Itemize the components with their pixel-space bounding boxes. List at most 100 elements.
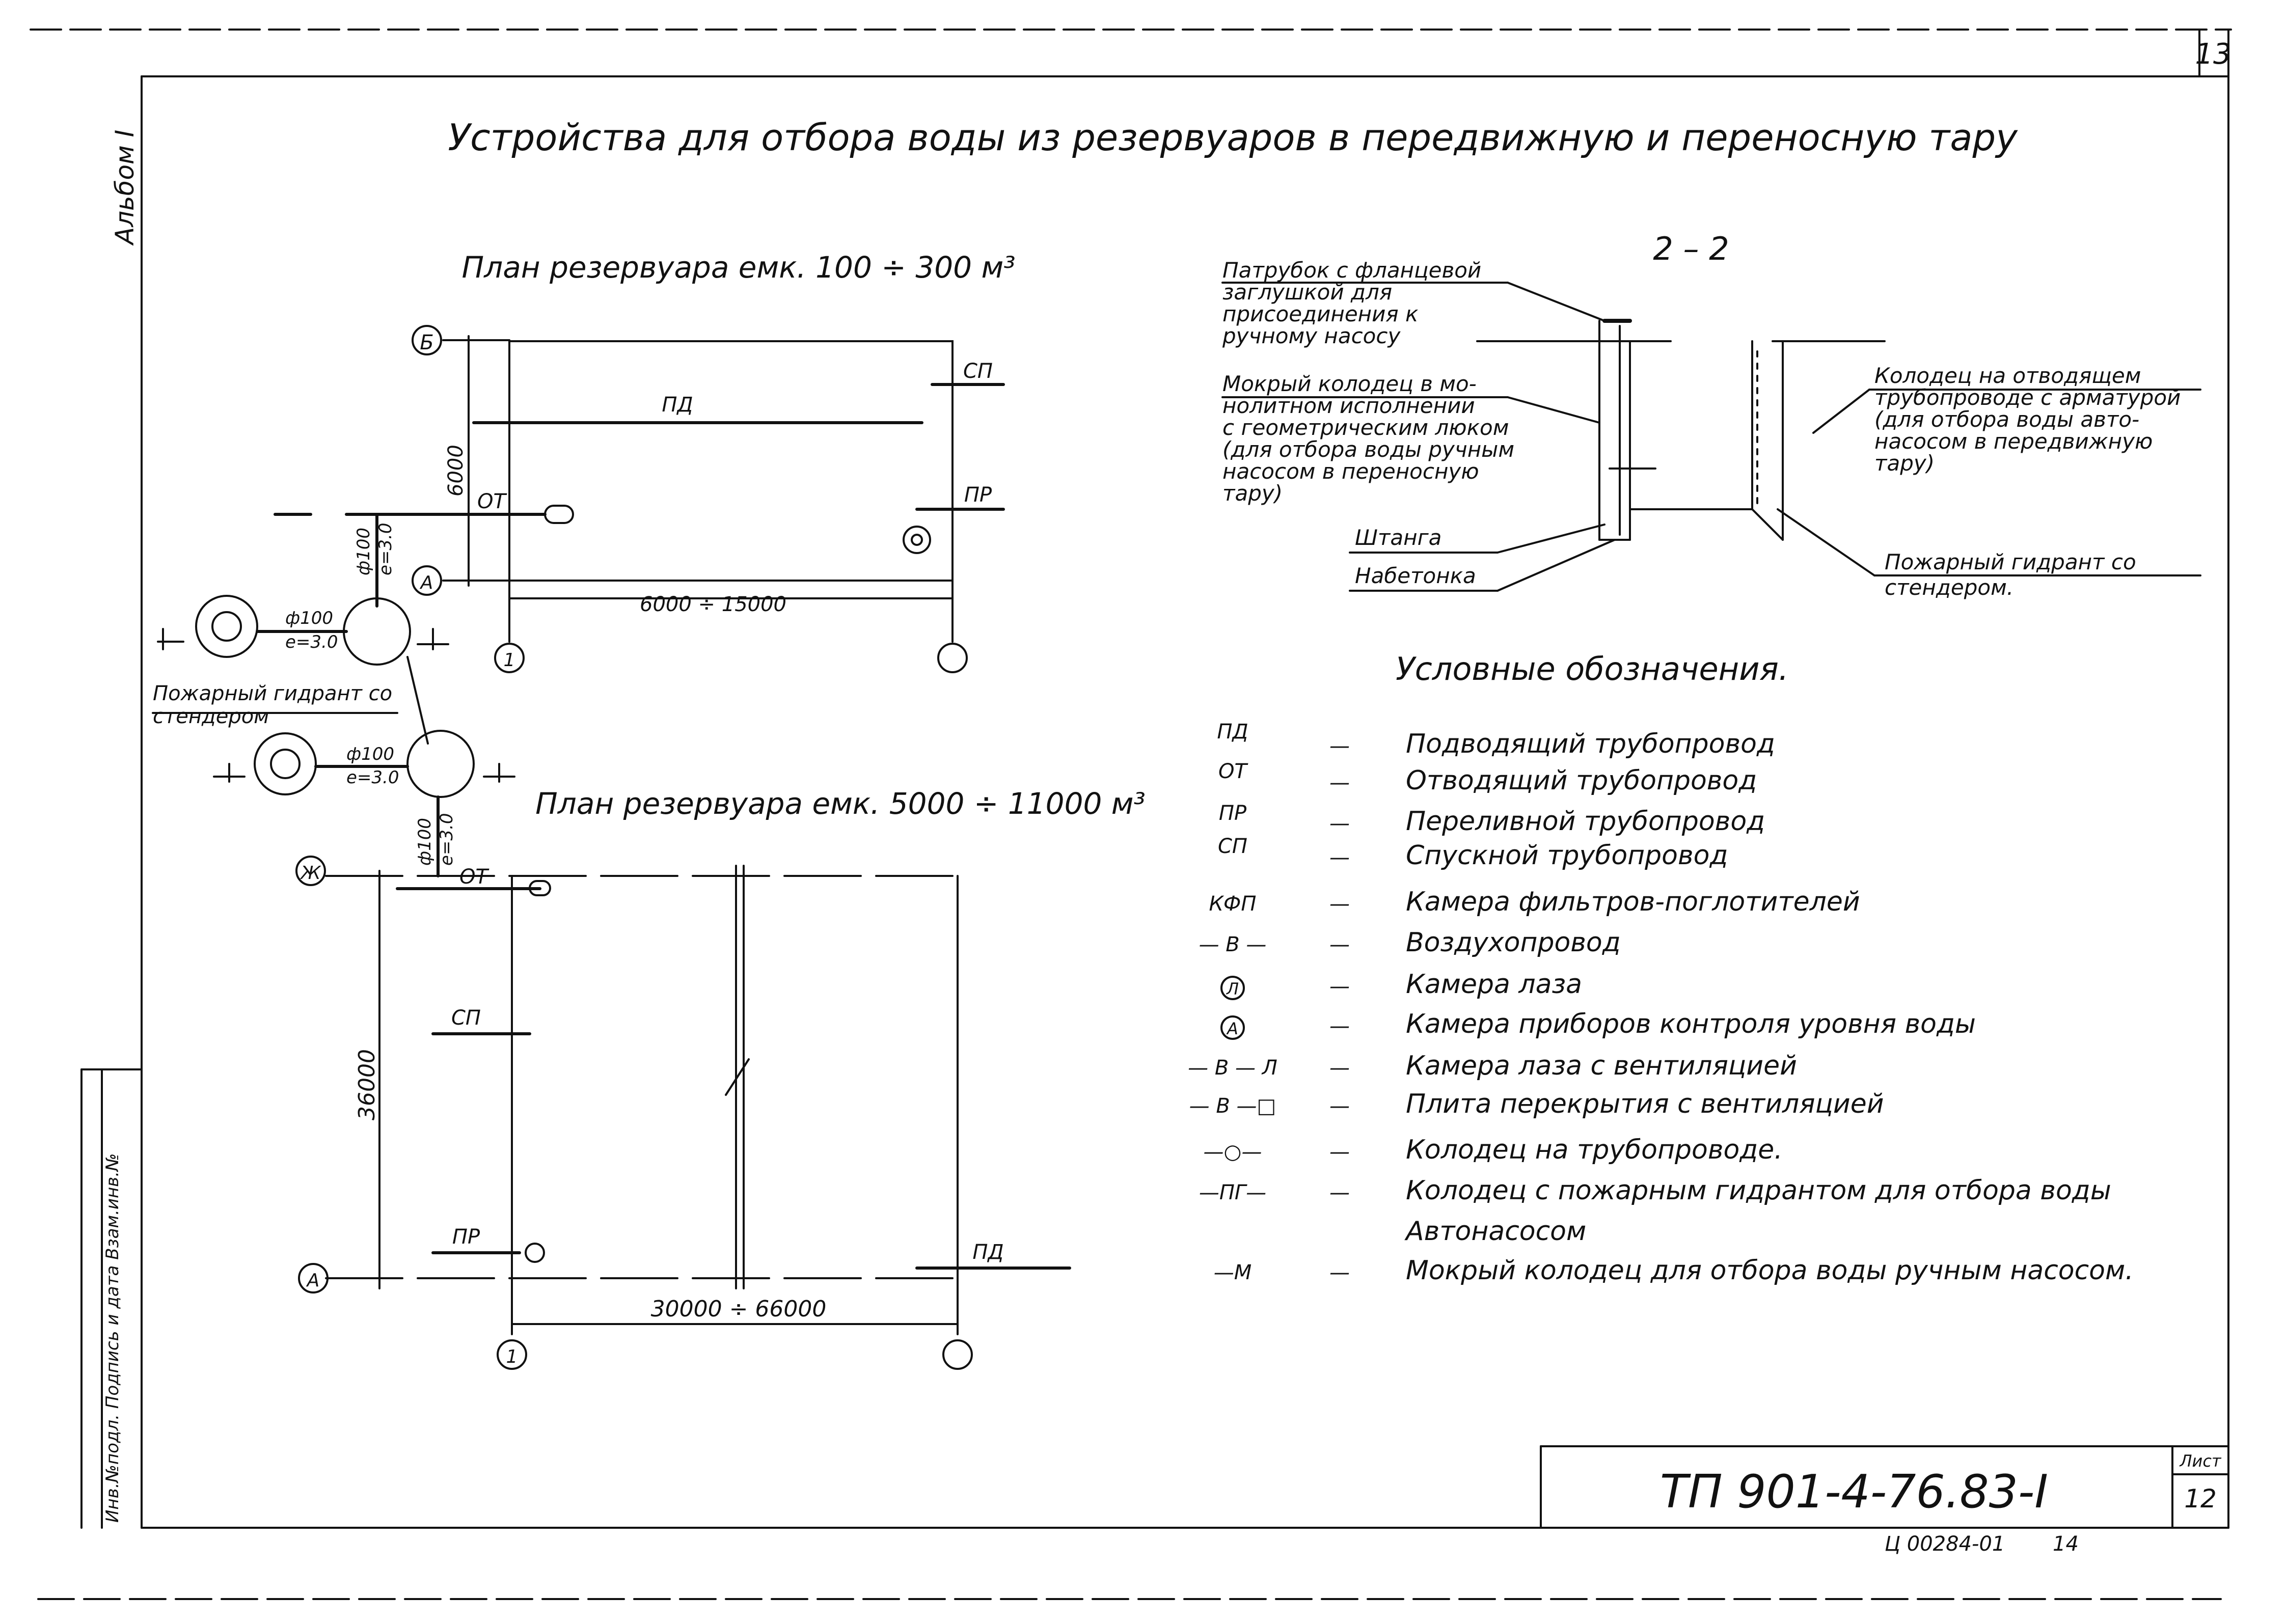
pipe-slope-3: е=3.0 [437, 813, 457, 866]
sheet-title: Устройства для отбора воды из резервуаро… [448, 116, 2018, 159]
svg-text:Патрубок с фланцевой: Патрубок с фланцевой [1222, 258, 1481, 283]
svg-text:КФП: КФП [1209, 892, 1257, 916]
svg-text:—: — [1329, 1181, 1350, 1204]
pipe-slope-2: е=3.0 [285, 632, 338, 652]
sheet-frame [30, 29, 2232, 1600]
stamp-code: ТП 901-4-76.83-I [1660, 1465, 2048, 1519]
svg-text:Воздухопровод: Воздухопровод [1406, 927, 1621, 958]
hydrant-label-line1: Пожарный гидрант со [153, 682, 392, 705]
axis-a2-bubble [298, 1263, 329, 1293]
plan-large-reservoir: План резервуара емк. 5000 ÷ 11000 м³ Ж А… [295, 744, 1146, 1370]
svg-text:—: — [1329, 1261, 1350, 1284]
plan2-ot-label: ОТ [459, 865, 489, 889]
section-callout-nozzle: Патрубок с фланцевой заглушкой для присо… [1222, 258, 1481, 348]
stamp-sheet-label: Лист [2179, 1451, 2221, 1471]
page-number: 13 [2195, 38, 2231, 71]
legend-item: Л — Камера лаза [1220, 969, 1582, 1000]
svg-text:Плита перекрытия с вентиляцией: Плита перекрытия с вентиляцией [1406, 1089, 1884, 1119]
axis-b-bubble [412, 325, 442, 355]
svg-text:Автонасосом: Автонасосом [1404, 1216, 1586, 1247]
plan1-title: План резервуара емк. 100 ÷ 300 м³ [462, 250, 1016, 285]
svg-text:Подводящий трубопровод: Подводящий трубопровод [1406, 729, 1775, 759]
svg-text:присоединения к: присоединения к [1222, 301, 1419, 326]
plan1-pd-label: ПД [662, 393, 693, 417]
pipe-diameter-1: ф100 [353, 528, 374, 575]
svg-text:Мокрый колодец для отбора воды: Мокрый колодец для отбора воды ручным на… [1406, 1255, 2134, 1286]
stamp-registry: Ц 00284-01 [1885, 1532, 2005, 1556]
section-callout-rod: Штанга [1355, 525, 1441, 550]
axis-zh-label: Ж [300, 863, 322, 884]
axis-a2-label: А [306, 1270, 320, 1291]
svg-text:насосом в передвижную: насосом в передвижную [1874, 429, 2153, 454]
svg-text:А: А [1226, 1019, 1238, 1038]
legend-item: ОТ — Отводящий трубопровод [1218, 760, 1757, 796]
stamp-side-label: Инв.№подл. Подпись и дата Взам.инв.№ [102, 1153, 123, 1523]
plan2-sp-label: СП [451, 1006, 481, 1030]
svg-text:— В —: — В — [1199, 933, 1267, 956]
axis-end-bubble [937, 643, 968, 673]
pipe-diameter-3: ф100 [415, 818, 435, 866]
svg-text:тару): тару) [1222, 481, 1283, 506]
plan2-pd-label: ПД [972, 1241, 1003, 1264]
svg-text:Камера лаза с вентиляцией: Камера лаза с вентиляцией [1406, 1051, 1797, 1081]
stamp-registry-page: 14 [2053, 1532, 2079, 1556]
svg-text:—: — [1329, 933, 1350, 956]
hydrant-label-line2: стендером [153, 705, 269, 728]
plan-small-reservoir: План резервуара емк. 100 ÷ 300 м³ [152, 250, 1016, 877]
section-callout-wet-well: Мокрый колодец в мо- нолитном исполнении… [1222, 371, 1514, 506]
svg-text:—: — [1329, 1094, 1350, 1118]
svg-text:трубопроводе с арматурой: трубопроводе с арматурой [1874, 385, 2181, 410]
plan2-dim-horizontal: 30000 ÷ 66000 [651, 1296, 827, 1322]
axis-1b-bubble [497, 1339, 527, 1370]
axis-1-bubble [494, 643, 525, 673]
svg-text:СП: СП [1218, 835, 1247, 858]
svg-text:ПД: ПД [1217, 720, 1248, 744]
svg-text:заглушкой для: заглушкой для [1222, 280, 1392, 305]
album-label: Альбом I [110, 130, 140, 246]
svg-text:—: — [1329, 1056, 1350, 1080]
svg-text:ручному насосу: ручному насосу [1222, 323, 1401, 348]
svg-text:Мокрый колодец в мо-: Мокрый колодец в мо- [1222, 371, 1477, 396]
plan2-title: План резервуара емк. 5000 ÷ 11000 м³ [535, 786, 1146, 821]
legend-item: Автонасосом [1404, 1216, 1586, 1247]
legend-title: Условные обозначения. [1396, 650, 1789, 687]
section-title: 2 – 2 [1653, 230, 1729, 267]
legend-item: ПД — Подводящий трубопровод [1217, 720, 1775, 759]
legend-item: —М — Мокрый колодец для отбора воды ручн… [1214, 1255, 2134, 1286]
pipe-slope-4: е=3.0 [346, 767, 399, 788]
plan2-dim-vertical: 36000 [354, 1049, 380, 1120]
svg-text:Колодец на трубопроводе.: Колодец на трубопроводе. [1406, 1135, 1783, 1165]
plan1-dim-vertical: 6000 [444, 445, 468, 497]
legend-item: ПР — Переливной трубопровод [1219, 802, 1765, 837]
axis-end2-bubble [942, 1339, 973, 1370]
svg-text:Колодец на отводящем: Колодец на отводящем [1874, 363, 2141, 388]
svg-text:—: — [1329, 846, 1350, 869]
svg-text:нолитном исполнении: нолитном исполнении [1222, 393, 1475, 418]
svg-text:— В — Л: — В — Л [1188, 1056, 1277, 1080]
svg-text:—ПГ—: —ПГ— [1199, 1181, 1266, 1204]
svg-text:(для отбора воды авто-: (для отбора воды авто- [1874, 407, 2139, 432]
plan1-dim-horizontal: 6000 ÷ 15000 [640, 593, 786, 616]
legend-item: —ПГ— — Колодец с пожарным гидрантом для … [1199, 1175, 2111, 1206]
legend: Условные обозначения. ПД — Подводящий тр… [1188, 650, 2134, 1286]
pipe-diameter-2: ф100 [285, 608, 333, 628]
svg-text:ПР: ПР [1219, 802, 1247, 825]
axis-b-label: Б [420, 331, 433, 354]
svg-text:стендером.: стендером. [1885, 575, 2013, 600]
svg-text:—: — [1329, 771, 1350, 794]
svg-text:—М: —М [1214, 1261, 1252, 1284]
svg-text:—: — [1329, 812, 1350, 835]
axis-a-bubble [412, 565, 442, 596]
svg-text:Камера фильтров-поглотителей: Камера фильтров-поглотителей [1406, 887, 1860, 917]
plan2-pr-label: ПР [452, 1225, 480, 1249]
section-callout-hydrant: Пожарный гидрант со стендером. [1885, 549, 2136, 600]
plan1-ot-label: ОТ [477, 490, 507, 513]
svg-text:—: — [1329, 892, 1350, 916]
section-callout-concrete: Набетонка [1355, 563, 1476, 588]
svg-text:Камера лаза: Камера лаза [1406, 969, 1582, 1000]
legend-item: КФП — Камера фильтров-поглотителей [1209, 887, 1860, 917]
legend-item: — В — — Воздухопровод [1199, 927, 1621, 958]
svg-text:Спускной трубопровод: Спускной трубопровод [1406, 840, 1728, 871]
svg-text:Переливной трубопровод: Переливной трубопровод [1406, 806, 1765, 837]
